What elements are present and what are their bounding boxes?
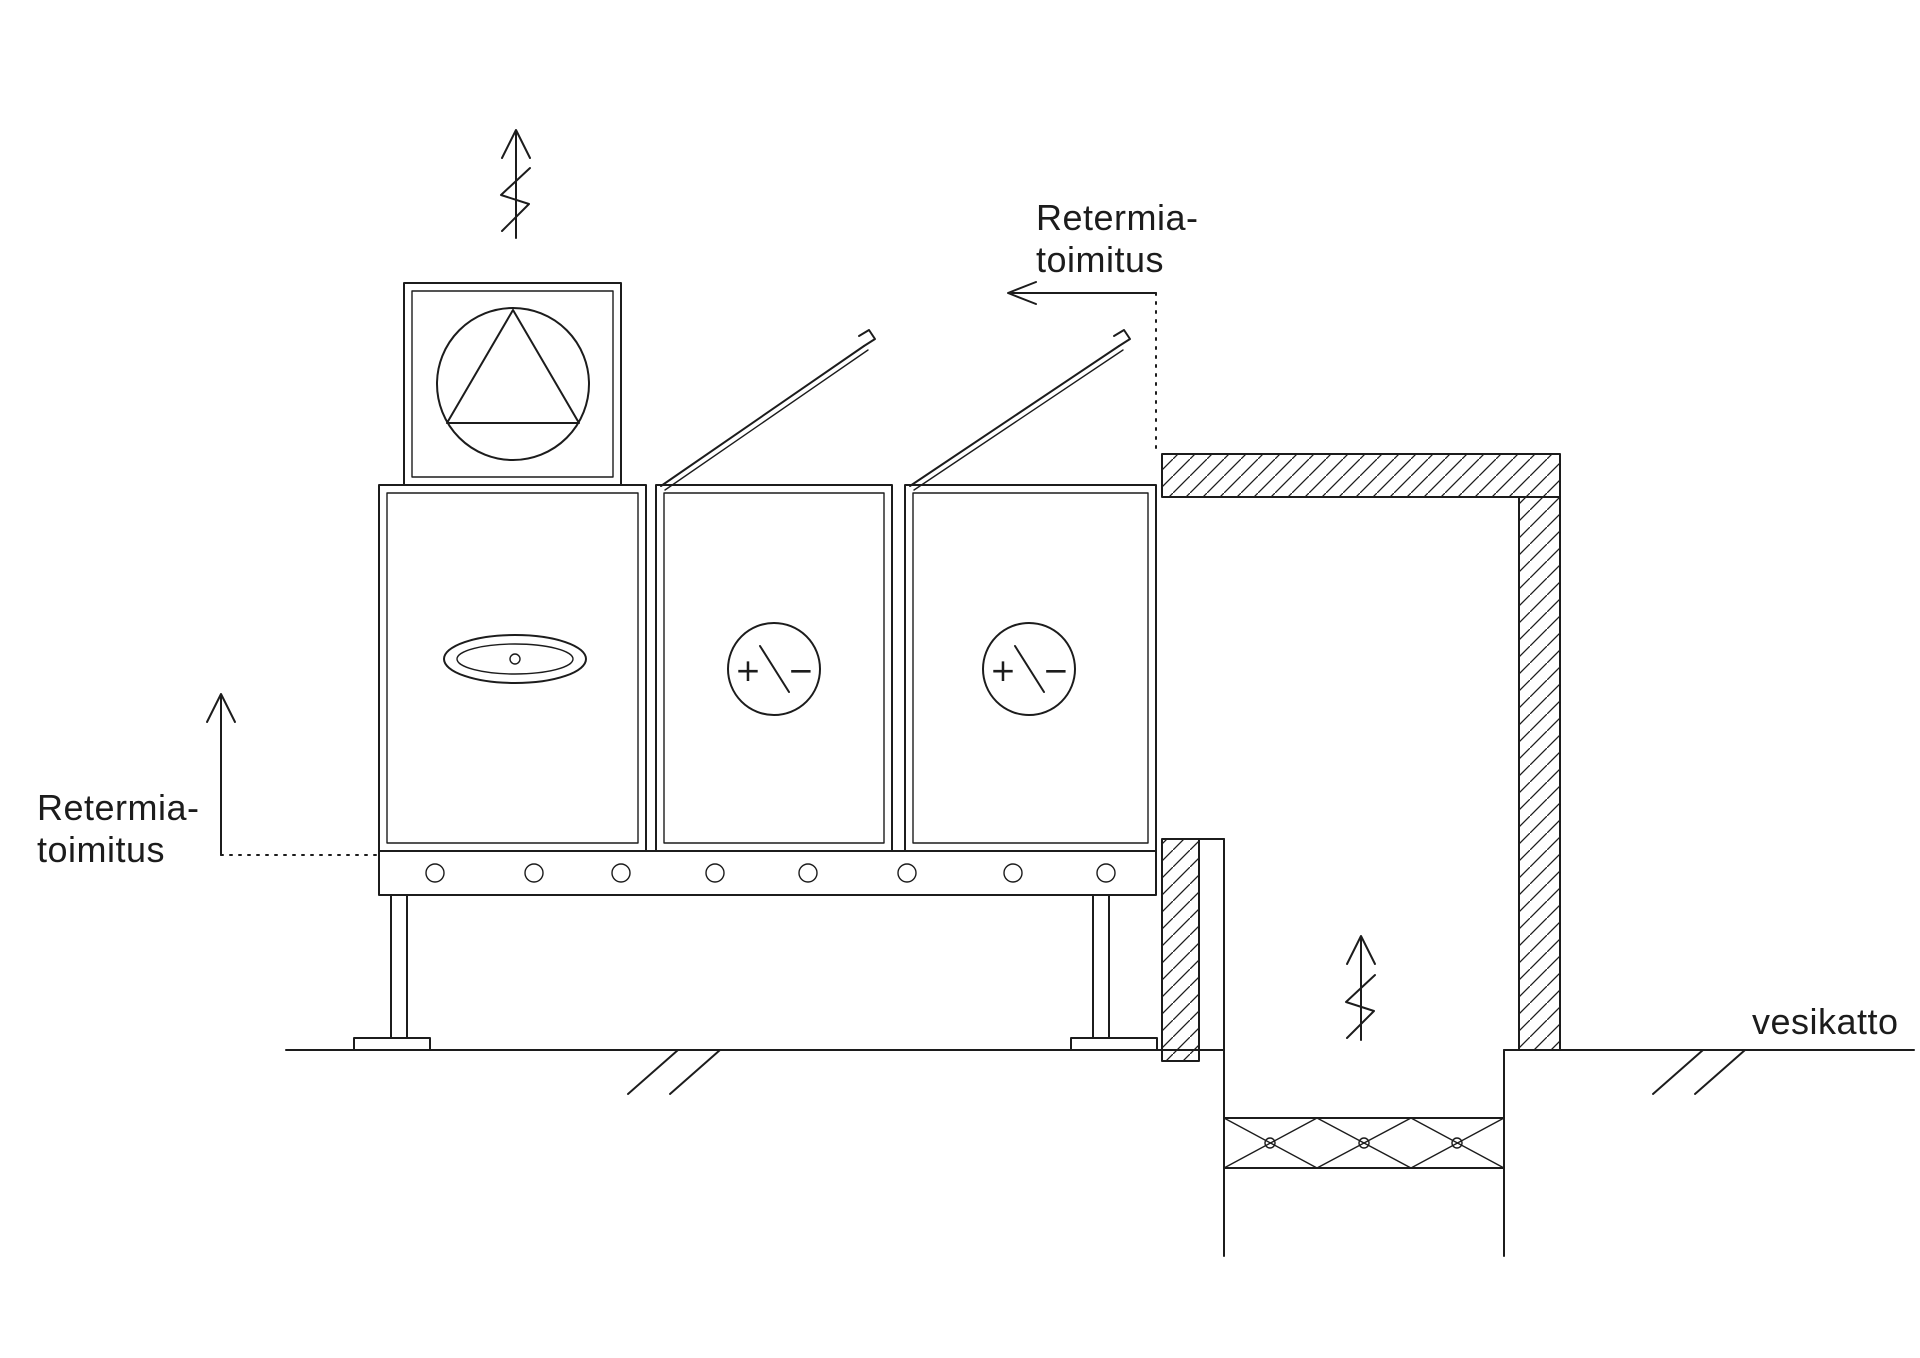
arrow-head — [1346, 935, 1376, 965]
roof-cut-mark — [627, 1049, 679, 1095]
roof-cut-mark — [1694, 1049, 1746, 1095]
oval-inner — [456, 643, 574, 675]
bolt-hole — [611, 863, 631, 883]
lid-left-edge — [660, 345, 865, 487]
bolt-hole — [798, 863, 818, 883]
delivery-label-left-line1: Retermia- — [37, 787, 200, 828]
base-frame — [353, 850, 1158, 1051]
wall-sections — [1161, 453, 1561, 1062]
lid-left-hook — [858, 329, 876, 347]
delivery-label-right-line2: toimitus — [1036, 239, 1164, 280]
delivery-annotation-left: Retermia- toimitus — [37, 693, 377, 870]
fan-triangle-icon — [446, 309, 580, 424]
bolt-hole — [1003, 863, 1023, 883]
fan-box — [403, 282, 622, 486]
open-lids — [660, 329, 1131, 491]
wall-section-right — [1518, 496, 1561, 1051]
roof-curb-left — [1161, 838, 1200, 1062]
delivery-arrow-left-head — [206, 693, 236, 723]
oval-outer — [443, 634, 587, 684]
bolt-hole — [1096, 863, 1116, 883]
fan-box-inner — [411, 290, 614, 478]
ahu-section-left — [378, 484, 647, 852]
coil-diagonal — [759, 645, 790, 693]
coil-diagonal — [1014, 645, 1045, 693]
roof-label: vesikatto — [1752, 1001, 1899, 1042]
damper-x — [1410, 1117, 1505, 1169]
exhaust-airflow-arrow-icon — [500, 129, 531, 239]
ahu-section-middle-inner — [663, 492, 885, 844]
coil-plus-label: + — [735, 653, 761, 689]
bolt-hole — [425, 863, 445, 883]
damper-x — [1223, 1117, 1318, 1169]
wall-section-top — [1161, 453, 1561, 498]
support-leg-right — [1070, 894, 1158, 1051]
ahu-section-right-inner — [912, 492, 1149, 844]
coil-symbol-right: + − — [982, 622, 1076, 716]
ahu-body: + − + − — [378, 484, 1157, 852]
foot-plate-left — [353, 1037, 431, 1051]
fan-circle — [436, 307, 590, 461]
ahu-section-right — [904, 484, 1157, 852]
damper-x — [1316, 1117, 1412, 1169]
lid-left-edge-inner — [664, 349, 869, 491]
bolt-hole — [705, 863, 725, 883]
roof-cut-mark — [1652, 1049, 1704, 1095]
lid-right-hook — [1113, 329, 1131, 347]
roof-cut-mark — [669, 1049, 721, 1095]
coil-minus-label: − — [788, 653, 814, 689]
lid-right-edge-inner — [913, 349, 1124, 491]
coil-circle — [727, 622, 821, 716]
bolt-hole — [524, 863, 544, 883]
support-leg-left — [353, 894, 431, 1051]
lid-right-edge — [909, 345, 1120, 487]
shaft-airflow-arrow-icon — [1345, 935, 1376, 1041]
foot-plate-right — [1070, 1037, 1158, 1051]
base-rail — [378, 850, 1157, 896]
damper-pivot — [1358, 1137, 1370, 1149]
shaft-damper-band — [1223, 1117, 1505, 1169]
damper-pivot — [1451, 1137, 1463, 1149]
roof: vesikatto — [285, 1001, 1915, 1095]
coil-minus-label: − — [1043, 653, 1069, 689]
coil-symbol-middle: + − — [727, 622, 821, 716]
delivery-label-left-line2: toimitus — [37, 829, 165, 870]
duct-break-symbol-icon — [500, 167, 531, 232]
oval-pivot — [509, 653, 521, 665]
roof-shaft — [1223, 838, 1505, 1257]
coil-circle — [982, 622, 1076, 716]
oval-port-symbol — [443, 634, 587, 684]
ahu-section-left-inner — [386, 492, 639, 844]
duct-break-symbol-icon — [1345, 974, 1376, 1039]
bolt-hole — [897, 863, 917, 883]
arrow-head — [501, 129, 531, 159]
delivery-label-right-line1: Retermia- — [1036, 197, 1199, 238]
coil-plus-label: + — [990, 653, 1016, 689]
delivery-arrow-right-head — [1007, 281, 1037, 305]
delivery-annotation-right: Retermia- toimitus — [1007, 197, 1199, 453]
damper-pivot — [1264, 1137, 1276, 1149]
